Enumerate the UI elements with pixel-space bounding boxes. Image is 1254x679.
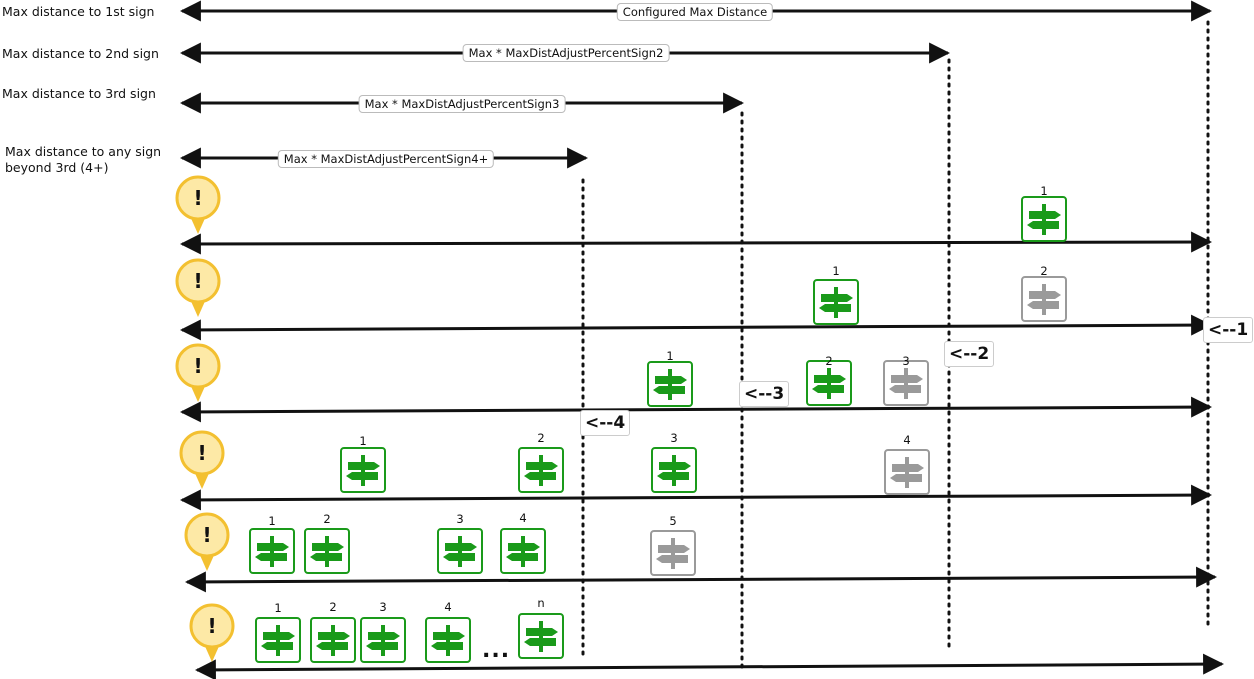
- row-arrow: [179, 231, 1213, 255]
- scenario-row-6: !: [189, 603, 1225, 679]
- marker-glyph: !: [193, 186, 202, 210]
- warning-marker-icon: !: [175, 258, 221, 317]
- signpost-icon: [304, 528, 350, 574]
- signpost-icon: [425, 617, 471, 663]
- marker-glyph: !: [193, 269, 202, 293]
- sign-number: 1: [268, 514, 276, 528]
- ellipsis: ...: [482, 638, 511, 663]
- signpost-icon: [360, 617, 406, 663]
- label-max-distance-2nd-sign: Max distance to 2nd sign: [2, 46, 159, 61]
- marker-glyph: !: [207, 614, 216, 638]
- warning-marker-icon: !: [175, 343, 221, 402]
- range-label-sign3: Max * MaxDistAdjustPercentSign3: [358, 95, 566, 113]
- signpost-icon: [518, 447, 564, 493]
- range-label-sign4plus: Max * MaxDistAdjustPercentSign4+: [277, 150, 495, 168]
- sign-number: n: [537, 596, 545, 610]
- sign-number: 1: [274, 601, 282, 615]
- sign-number: 2: [323, 512, 331, 526]
- sign-number: 3: [379, 600, 387, 614]
- row-arrow: [184, 566, 1218, 593]
- scenario-row-1: !: [175, 175, 1213, 255]
- signpost-icon-inactive: [650, 530, 696, 576]
- sign-number: 2: [825, 354, 833, 368]
- label-max-distance-1st-sign: Max distance to 1st sign: [2, 4, 155, 19]
- sign-number: 1: [832, 264, 840, 278]
- label-beyond-3rd: beyond 3rd (4+): [5, 160, 109, 175]
- signpost-icon: [500, 528, 546, 574]
- signpost-icon: [340, 447, 386, 493]
- scenario-row-4: !: [179, 430, 1213, 511]
- label-max-distance-any-sign: Max distance to any sign: [5, 144, 162, 159]
- signpost-icon: [813, 279, 859, 325]
- sign-number: 4: [903, 433, 911, 447]
- cutoff-tag-1: <--1: [1203, 317, 1254, 343]
- marker-glyph: !: [202, 523, 211, 547]
- cutoff-tag-2: <--2: [944, 341, 995, 367]
- signpost-icon: [310, 617, 356, 663]
- sign-number: 3: [670, 431, 678, 445]
- row-arrow: [179, 484, 1213, 511]
- sign-number: 3: [902, 354, 910, 368]
- warning-marker-icon: !: [184, 512, 230, 571]
- sign-number: 1: [359, 434, 367, 448]
- warning-marker-icon: !: [175, 175, 221, 234]
- label-max-distance-3rd-sign: Max distance to 3rd sign: [2, 86, 156, 101]
- sign-number: 2: [537, 431, 545, 445]
- row-arrow: [179, 396, 1213, 423]
- row-arrow: [179, 314, 1213, 341]
- cutoff-tag-3: <--3: [739, 381, 790, 407]
- sign-number: 1: [666, 349, 674, 363]
- signpost-icon-inactive: [884, 449, 930, 495]
- signpost-icon: [647, 361, 693, 407]
- signpost-icon-inactive: [883, 360, 929, 406]
- signpost-icon: [249, 528, 295, 574]
- scenario-row-3: !: [175, 343, 1213, 423]
- signpost-icon: [806, 360, 852, 406]
- sign-number: 5: [669, 514, 677, 528]
- signpost-icon: [1021, 196, 1067, 242]
- signpost-icon-inactive: [1021, 276, 1067, 322]
- sign-number: 1: [1040, 184, 1048, 198]
- signpost-icon: [437, 528, 483, 574]
- marker-glyph: !: [193, 354, 202, 378]
- sign-number: 4: [444, 600, 452, 614]
- row-arrow: [194, 653, 1225, 679]
- sign-number: 4: [519, 511, 527, 525]
- sign-number: 2: [329, 600, 337, 614]
- signpost-icon: [651, 447, 697, 493]
- marker-glyph: !: [197, 441, 206, 465]
- range-label-configured-max: Configured Max Distance: [616, 3, 774, 21]
- warning-marker-icon: !: [179, 430, 225, 489]
- scenario-row-2: !: [175, 258, 1213, 341]
- sign-number: 3: [456, 512, 464, 526]
- cutoff-tag-4: <--4: [580, 410, 631, 436]
- warning-marker-icon: !: [189, 603, 235, 662]
- signpost-icon: [518, 613, 564, 659]
- signpost-icon: [255, 617, 301, 663]
- range-label-sign2: Max * MaxDistAdjustPercentSign2: [462, 44, 670, 62]
- scenario-row-5: !: [184, 512, 1218, 593]
- sign-number: 2: [1040, 264, 1048, 278]
